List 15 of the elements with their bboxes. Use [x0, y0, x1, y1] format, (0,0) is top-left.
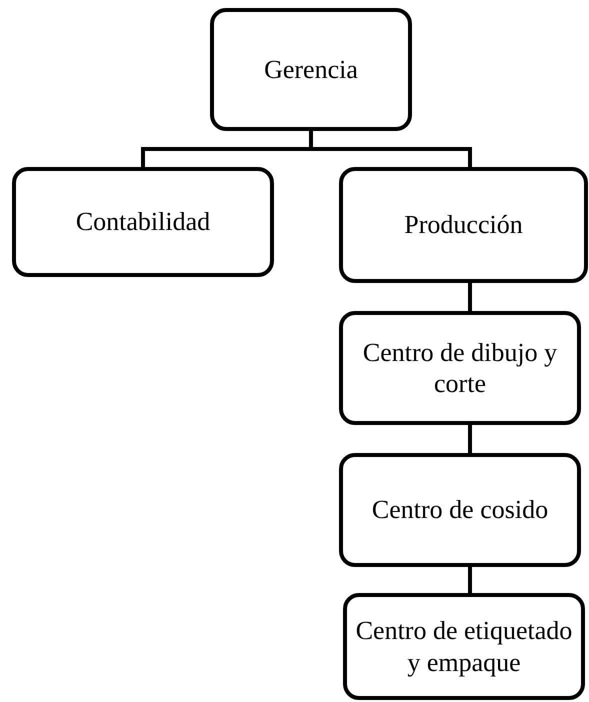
box-label: Contabilidad [76, 206, 210, 238]
org-box [12, 167, 274, 277]
connector-line [468, 283, 472, 311]
box-label: Centro de dibujo y corte [362, 336, 558, 400]
org-box [210, 8, 412, 131]
box-label: Producción [404, 209, 523, 241]
box-label: Centro de cosido [372, 494, 548, 526]
box-label: Centro de etiquetado y empaque [354, 615, 574, 678]
org-box [339, 167, 588, 283]
connector-line [468, 425, 472, 453]
org-box [339, 453, 581, 567]
org-box [343, 593, 585, 700]
org-box [339, 311, 581, 425]
box-label: Gerencia [264, 54, 358, 86]
connector-line [468, 567, 472, 593]
